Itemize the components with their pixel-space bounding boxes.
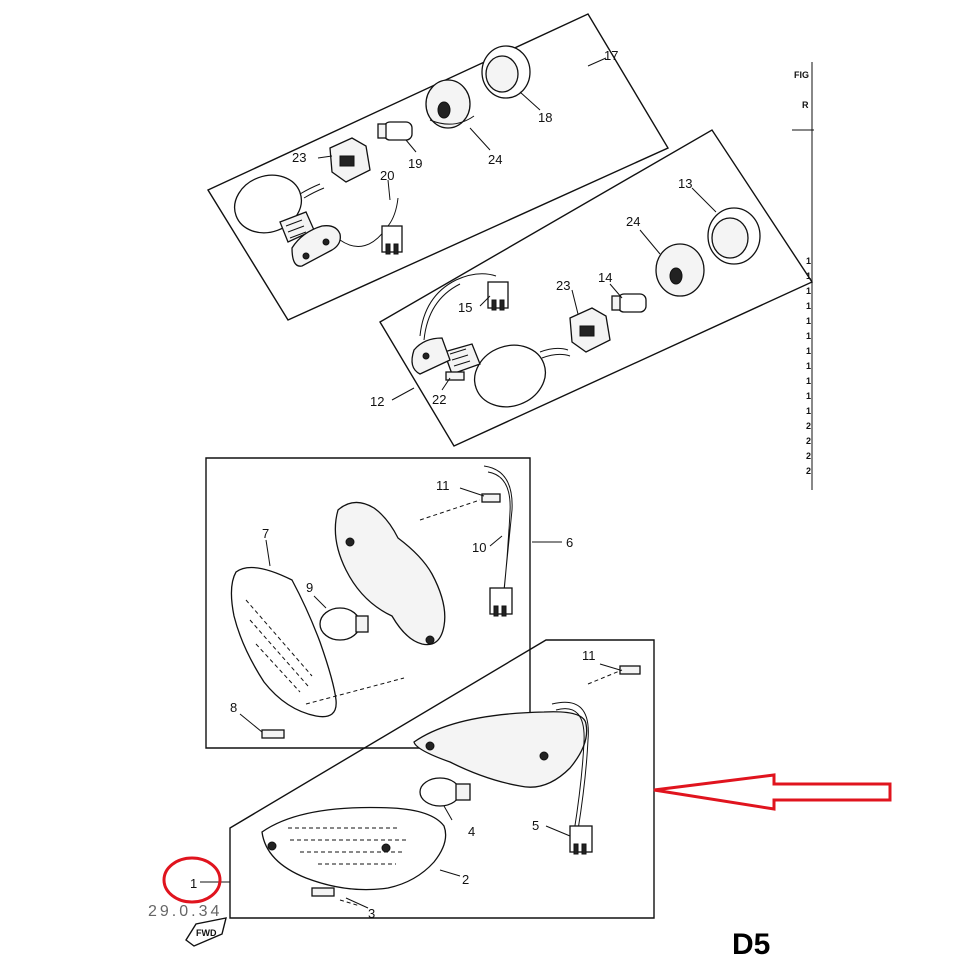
callout-18: 18 (538, 110, 552, 125)
callout-3: 3 (368, 906, 375, 921)
side-list-digit: 2 (806, 421, 811, 431)
callout-23-top: 23 (292, 150, 306, 165)
side-list: 1 1 1 1 1 1 1 1 1 1 1 2 2 2 2 (806, 256, 811, 476)
part-number-prefix: 29.0.34 (148, 903, 222, 920)
side-ref-label: R (802, 100, 809, 110)
fwd-label: FWD (196, 928, 217, 938)
red-annotations (162, 773, 892, 904)
front-flasher-assembly-6: 6 7 8 9 10 11 (205, 457, 573, 749)
callout-20: 20 (380, 168, 394, 183)
callout-11-mid: 11 (436, 478, 450, 493)
side-list-digit: 1 (806, 391, 811, 401)
rear-flasher-assembly-17: 17 18 19 20 23 24 (206, 13, 670, 321)
callout-7: 7 (262, 526, 269, 541)
side-list-digit: 1 (806, 331, 811, 341)
callout-23-mid: 23 (556, 278, 570, 293)
side-list-digit: 1 (806, 301, 811, 311)
callout-11-bottom: 11 (582, 648, 596, 663)
page-code: D5 (732, 928, 770, 960)
callout-2: 2 (462, 872, 469, 887)
side-list-digit: 1 (806, 406, 811, 416)
side-list-digit: 2 (806, 466, 811, 476)
callout-17: 17 (604, 48, 618, 63)
callout-22: 22 (432, 392, 446, 407)
callout-14: 14 (598, 270, 612, 285)
callout-9: 9 (306, 580, 313, 595)
highlight-circle (162, 856, 222, 904)
side-list-digit: 1 (806, 256, 811, 266)
callout-19: 19 (408, 156, 422, 171)
side-list-digit: 2 (806, 436, 811, 446)
callout-4: 4 (468, 824, 475, 839)
side-list-digit: 1 (806, 286, 811, 296)
callout-15: 15 (458, 300, 472, 315)
front-flasher-assembly-1: 1 2 3 4 5 11 (190, 639, 655, 921)
callout-6: 6 (566, 535, 573, 550)
side-list-digit: 1 (806, 376, 811, 386)
side-list-digit: 1 (806, 271, 811, 281)
callout-13: 13 (678, 176, 692, 191)
rear-flasher-assembly-12: 12 13 14 15 22 23 24 (370, 129, 814, 447)
callout-10: 10 (472, 540, 486, 555)
side-list-digit: 2 (806, 451, 811, 461)
callout-8: 8 (230, 700, 237, 715)
side-list-digit: 1 (806, 346, 811, 356)
callout-5: 5 (532, 818, 539, 833)
callout-12: 12 (370, 394, 384, 409)
side-list-digit: 1 (806, 316, 811, 326)
pointer-arrow (653, 773, 892, 811)
side-fig-label: FIG (794, 70, 809, 80)
callout-1: 1 (190, 876, 197, 891)
fwd-badge: FWD (185, 917, 227, 947)
side-list-digit: 1 (806, 361, 811, 371)
callout-24-top: 24 (488, 152, 502, 167)
callout-24-mid: 24 (626, 214, 640, 229)
